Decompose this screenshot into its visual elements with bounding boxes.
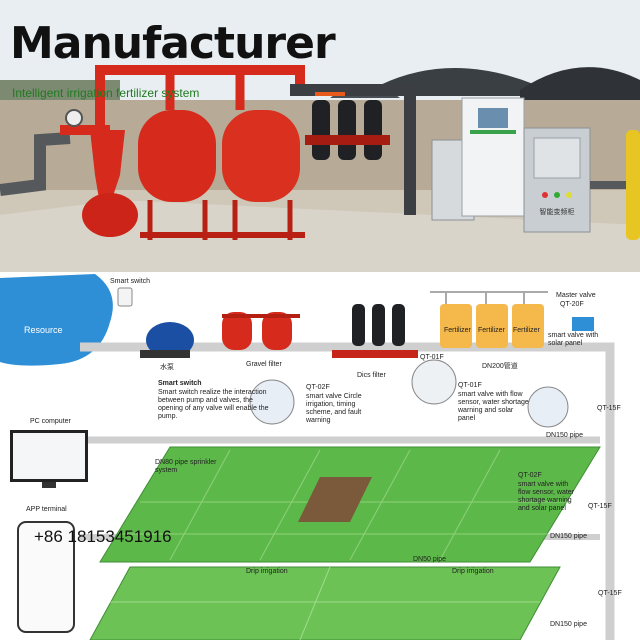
- label-discs-filter: Dics filter: [357, 372, 386, 379]
- qt01f-valve-detail: [411, 359, 457, 405]
- phone-icon: [17, 521, 75, 633]
- label-qt02f-right: QT-02F: [518, 472, 542, 479]
- disc-filter-icon-1: [352, 304, 365, 346]
- label-fertilizer-3: Fertilizer: [513, 327, 540, 334]
- phone-number: +86 18153451916: [34, 527, 172, 546]
- label-qt01f-a: QT-01F: [420, 354, 444, 361]
- cyclone-separator: [90, 130, 125, 205]
- label-fertilizer-1: Fertilizer: [444, 327, 471, 334]
- fertilizer-tank-2: [476, 304, 508, 348]
- label-smart-switch-desc: Smart switch realize the interaction bet…: [158, 389, 269, 421]
- sand-tank-1: [138, 110, 216, 202]
- equipment-photo-art: 智能变频柜: [0, 0, 640, 272]
- irrigation-diagram: Resource Smart switch 水泵 Gravel filter D…: [0, 272, 640, 640]
- label-drip-1: Drip irrigation: [246, 568, 288, 575]
- page-subtitle: Intelligent irrigation fertilizer system: [12, 86, 200, 100]
- label-master-valve: Master valve: [556, 292, 596, 299]
- field-drip: [89, 566, 561, 640]
- disc-filter-icon-3: [392, 304, 405, 346]
- label-drip-2: Drip irrigation: [452, 568, 494, 575]
- master-valve-icon: [572, 317, 594, 331]
- label-master-valve-desc: smart valve with solar panel: [548, 332, 599, 348]
- disc-filter-2: [338, 100, 356, 160]
- irrigation-diagram-art: [0, 274, 615, 640]
- cabinet-label: 智能变频柜: [540, 207, 575, 216]
- qt02f-valve-detail: [249, 379, 295, 425]
- label-app-terminal: APP terminal: [26, 506, 67, 513]
- butterfly-valve-detail: [527, 386, 569, 428]
- gravel-tank-1: [222, 312, 252, 350]
- label-qt01f-b: QT-01F: [458, 382, 482, 389]
- label-pc-computer: PC computer: [30, 418, 71, 425]
- fertilizer-tank-1: [440, 304, 472, 348]
- label-master-valve-model: QT-20F: [560, 301, 584, 308]
- label-qt02f-top-desc: smart valve Circle irrigation, timing sc…: [306, 393, 362, 425]
- equipment-photo: 智能变频柜 Manufacturer Intelligent irrigatio…: [0, 0, 640, 272]
- soil-patch: [298, 477, 372, 522]
- label-gravel-filter: Gravel filter: [246, 361, 282, 368]
- label-qt02f-top: QT-02F: [306, 384, 330, 391]
- smart-switch-small-icon: [117, 287, 133, 307]
- label-fertilizer-2: Fertilizer: [478, 327, 505, 334]
- page-title: Manufacturer: [10, 18, 336, 69]
- label-qt15f-1: QT-15F: [597, 405, 621, 412]
- label-resource: Resource: [24, 325, 63, 335]
- label-qt15f-3: QT-15F: [598, 590, 622, 597]
- label-dn150-3: DN150 pipe: [550, 621, 587, 628]
- sand-tank-2: [222, 110, 300, 202]
- label-dn50: DN50 pipe: [413, 556, 447, 563]
- label-qt01f-desc: smart valve with flow sensor, water shor…: [458, 391, 529, 423]
- water-resource: [0, 274, 113, 366]
- disc-filter-1: [312, 100, 330, 160]
- label-dn80: DN80 pipe sprinkler system: [155, 459, 217, 475]
- label-dn150-1: DN150 pipe: [546, 432, 583, 439]
- label-dn200: DN200管道: [482, 363, 518, 370]
- pressure-gauge-icon: [65, 109, 83, 127]
- main-pipe: [80, 342, 615, 640]
- fertilizer-tank-3: [512, 304, 544, 348]
- label-smart-switch-top: Smart switch: [110, 278, 151, 285]
- label-dn150-2: DN150 pipe: [550, 533, 587, 540]
- disc-filter-icon-2: [372, 304, 385, 346]
- label-qt02f-right-desc: smart valve with flow sensor, water shor…: [518, 481, 575, 513]
- disc-filter-3: [364, 100, 382, 160]
- greenhouse-2: [520, 67, 640, 100]
- label-pump: 水泵: [160, 364, 174, 371]
- label-smart-switch-title: Smart switch: [158, 380, 202, 387]
- pump-icon: [146, 322, 194, 358]
- gravel-tank-2: [262, 312, 292, 350]
- label-qt15f-2: QT-15F: [588, 503, 612, 510]
